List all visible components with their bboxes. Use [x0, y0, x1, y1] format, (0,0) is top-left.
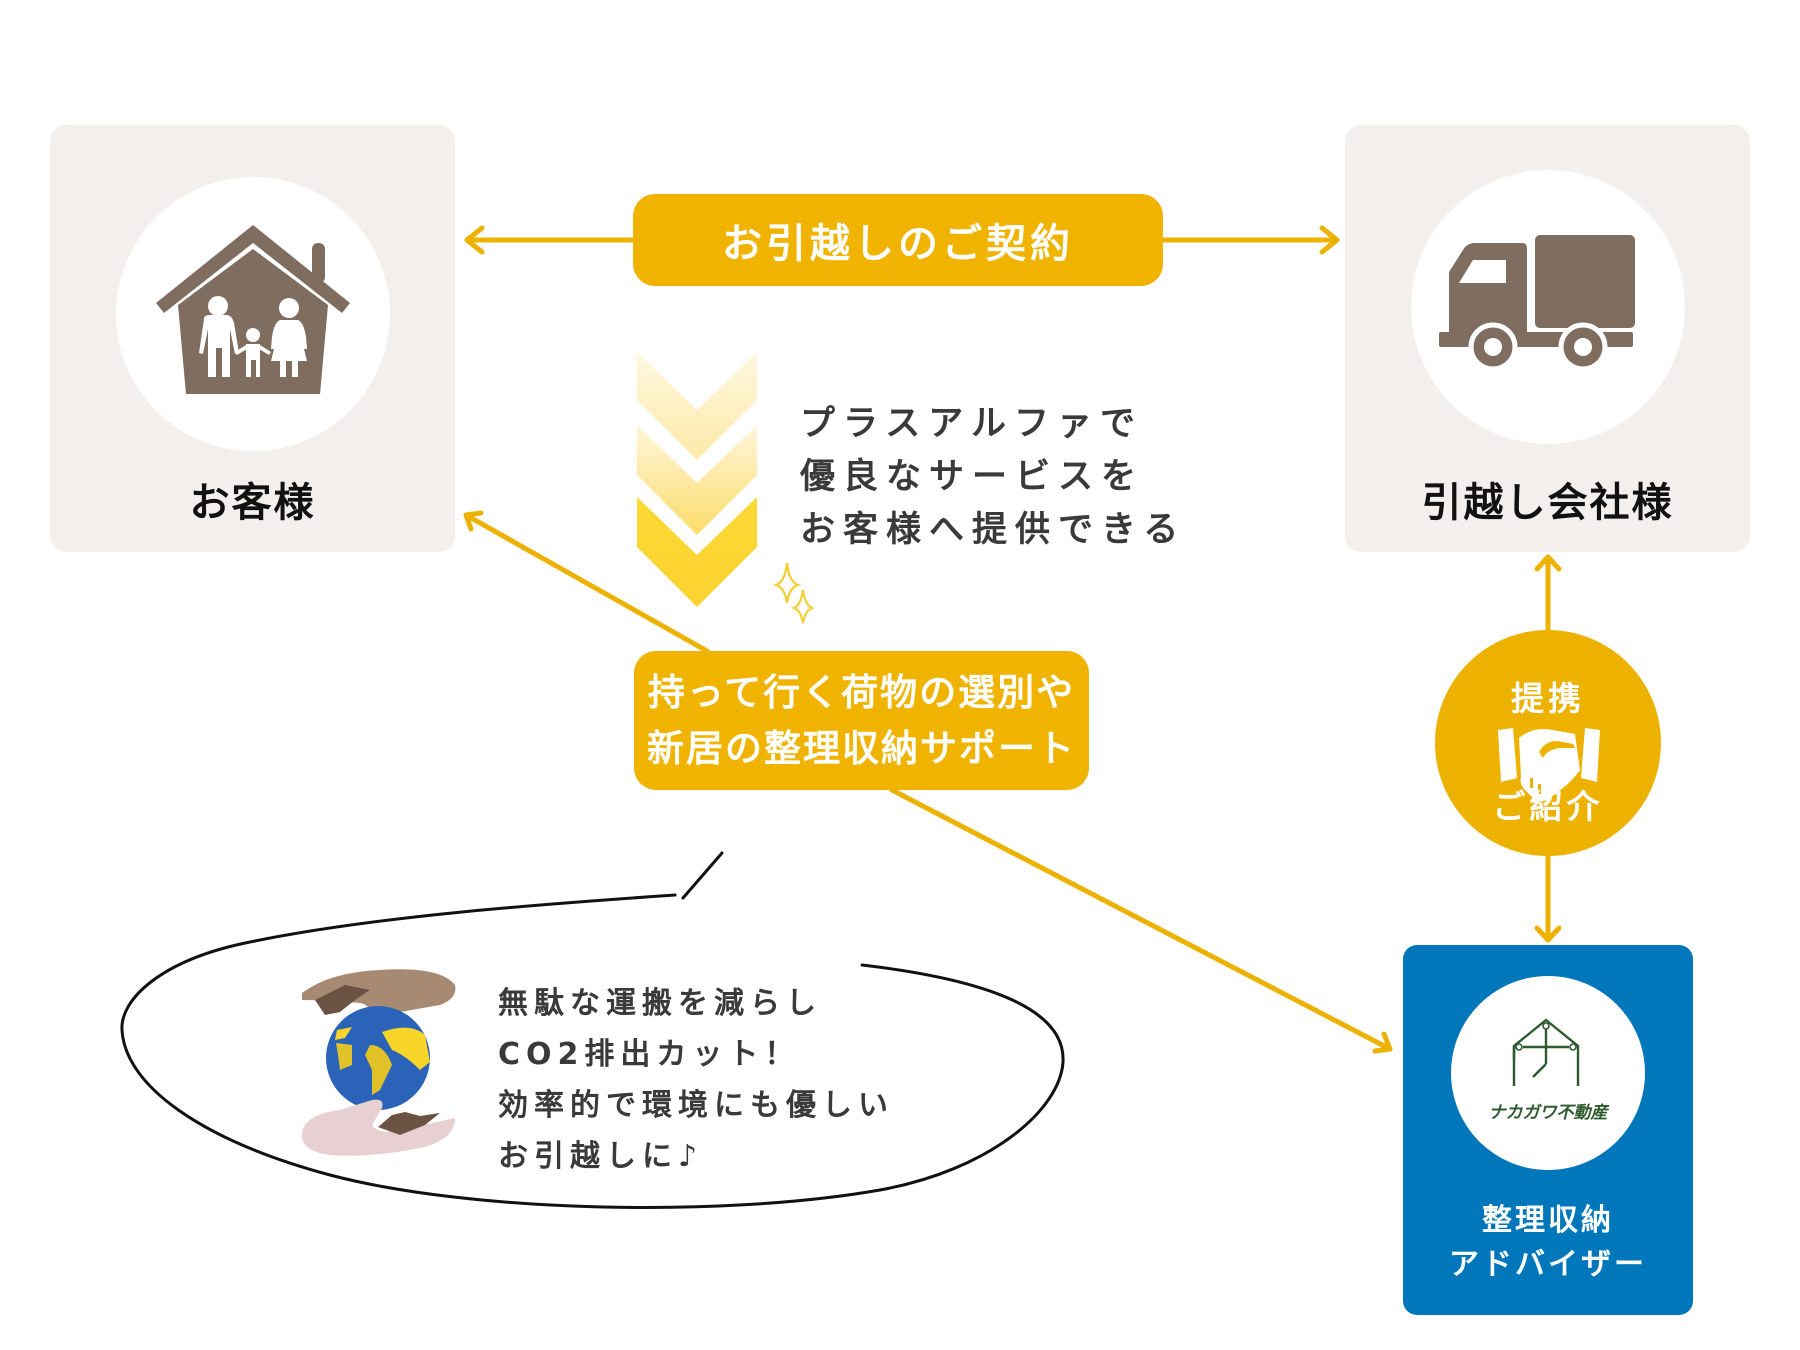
moving-company-card: 引越し会社様	[1345, 125, 1750, 552]
globe-land-1	[382, 1027, 430, 1070]
partner-down-arrowhead	[1534, 925, 1562, 943]
chevron-2	[637, 425, 757, 535]
customer-icon-circle	[116, 177, 390, 451]
partnership-badge: 提携 ご紹介	[1435, 630, 1661, 856]
eco-bubble-text: 無駄な運搬を減らし CO2排出カット！ 効率的で環境にも優しい お引越しに♪	[498, 978, 894, 1182]
eco-line: CO2排出カット！	[498, 1037, 801, 1072]
support-to-advisor-line	[889, 787, 1393, 1052]
moving-company-label: 引越し会社様	[1421, 480, 1674, 526]
advisor-logo-circle: ナカガワ不動産	[1451, 976, 1645, 1170]
benefit-text: プラスアルファで 優良なサービスを お客様へ提供できる	[800, 398, 1186, 557]
truck-icon	[1439, 235, 1635, 372]
top-hand-fingers	[315, 985, 370, 1015]
advisor-card: ナカガワ不動産 整理収納 アドバイザー	[1403, 945, 1693, 1315]
advisor-label-line: 整理収納	[1482, 1203, 1614, 1238]
chevron-1	[637, 352, 757, 460]
eco-line: 無駄な運搬を減らし	[498, 986, 822, 1021]
support-label: 持って行く荷物の選別や 新居の整理収納サポート	[634, 651, 1089, 790]
globe-land-4	[335, 1027, 352, 1040]
partnership-top-label: 提携	[1511, 679, 1585, 718]
nakagawa-house-logo-icon	[1512, 1018, 1580, 1086]
eco-line: お引越しに♪	[498, 1139, 704, 1174]
chevron-3	[637, 497, 757, 607]
support-line: 持って行く荷物の選別や	[647, 670, 1076, 714]
customer-card: お客様	[50, 125, 455, 552]
moving-company-icon-circle	[1411, 170, 1685, 444]
benefit-line: プラスアルファで	[800, 404, 1143, 444]
globe-land-2	[365, 1045, 392, 1095]
triple-chevron-down-icon	[637, 352, 757, 607]
contract-arrowhead-right	[1319, 225, 1340, 255]
partner-up-arrowhead	[1534, 554, 1562, 572]
customer-label: お客様	[189, 480, 316, 526]
speech-bubble-outline	[120, 893, 1065, 1210]
benefit-line: 優良なサービスを	[800, 457, 1145, 497]
top-hand	[302, 969, 456, 1027]
sparkle-icon	[772, 562, 815, 624]
contract-label: お引越しのご契約	[633, 194, 1163, 286]
bottom-hand-fingers	[378, 1112, 440, 1135]
support-to-customer-arrowhead	[463, 510, 484, 532]
globe-land-3	[336, 1043, 352, 1070]
contract-arrowhead-left	[464, 225, 485, 255]
benefit-line: お客様へ提供できる	[800, 510, 1187, 550]
house-family-icon	[156, 225, 350, 394]
handshake-icon	[1498, 728, 1600, 802]
advisor-label-line: アドバイザー	[1449, 1247, 1647, 1282]
advisor-logo-text: ナカガワ不動産	[1488, 1103, 1608, 1123]
eco-line: 効率的で環境にも優しい	[498, 1088, 894, 1123]
support-to-customer-line	[463, 512, 710, 654]
support-to-advisor-arrowhead	[1372, 1031, 1393, 1054]
bottom-hand	[301, 1099, 455, 1156]
support-line: 新居の整理収納サポート	[647, 726, 1076, 770]
partnership-bottom-label: ご紹介	[1492, 787, 1604, 826]
speech-bubble-tail	[681, 851, 724, 900]
